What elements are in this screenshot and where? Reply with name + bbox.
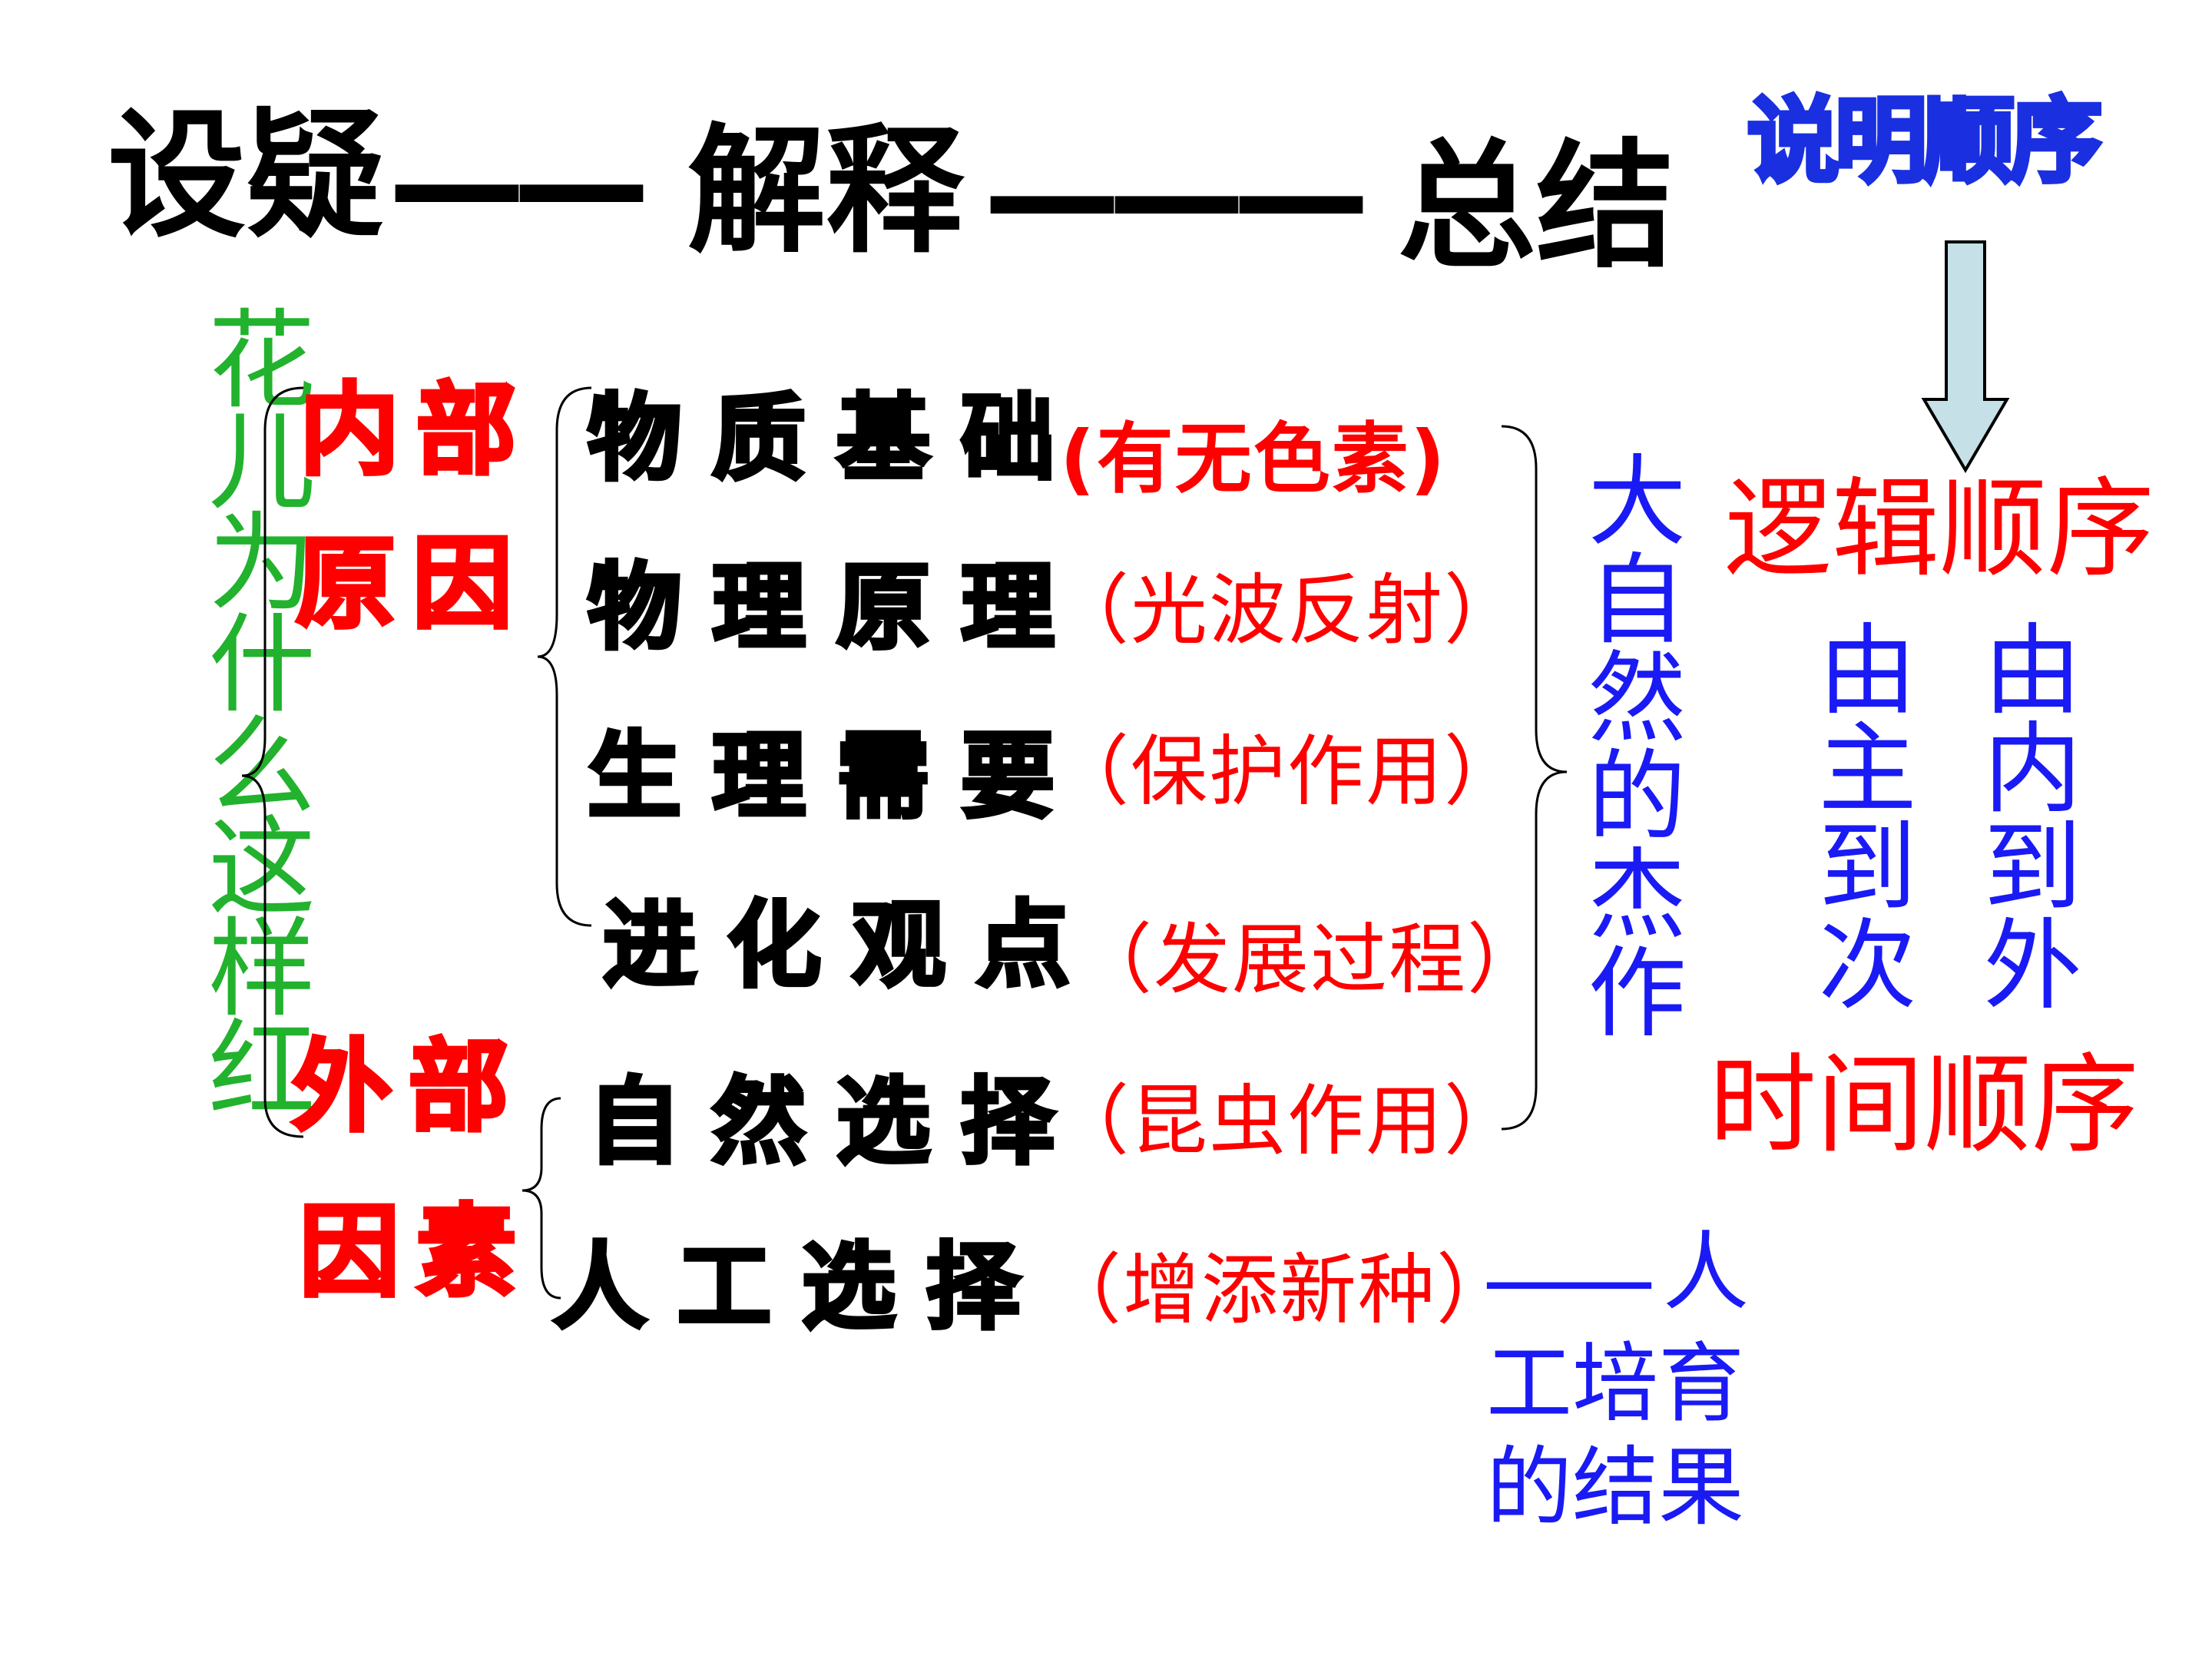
brace-right	[1501, 425, 1568, 1131]
heading-dash-1: ——	[388, 104, 651, 264]
order-main-secondary: 由主到次	[1801, 618, 1916, 1012]
heading-part-summary: 总结	[1398, 127, 1675, 287]
item-note-5: （昆虫作用）	[1052, 1076, 1522, 1166]
item-row-2: 物理原理	[586, 559, 1085, 657]
external-line1: 外部	[290, 1028, 526, 1145]
item-label: 物理原理	[586, 553, 1085, 662]
item-row-3: 生理需要	[586, 728, 1085, 826]
brace-internal	[537, 386, 592, 927]
item-label: 自然选择	[586, 1068, 1085, 1177]
item-row-1: 物质基础	[586, 390, 1085, 488]
item-note-6: （增添新种）	[1045, 1245, 1515, 1335]
item-label: 进化观点	[601, 891, 1101, 1000]
internal-line1: 内部	[297, 372, 534, 488]
artificial-line2: 工培育	[1486, 1334, 1744, 1434]
item-note-1: (有无色素)	[1060, 414, 1447, 504]
order-inside-outside: 由内到外	[1966, 618, 2081, 1012]
brace-main	[241, 386, 304, 1138]
item-row-4: 进化观点	[601, 897, 1101, 995]
item-label: 物质基础	[586, 384, 1085, 493]
item-label: 人工选择	[551, 1233, 1051, 1342]
item-note-4: （发展过程）	[1075, 915, 1545, 1005]
brace-external	[522, 1097, 561, 1300]
sequence-title: 说明顺序	[1745, 88, 2104, 195]
item-note-2: （光波反射）	[1052, 565, 1522, 655]
heading-dash-2: ———	[983, 115, 1370, 276]
masterpiece-vertical: 大自然的杰作	[1571, 449, 1685, 1039]
time-order: 时间顺序	[1709, 1043, 2140, 1168]
logical-order: 逻辑顺序	[1724, 467, 2155, 592]
heading-part-setup: 设疑	[108, 96, 385, 257]
item-label: 生理需要	[586, 722, 1085, 831]
internal-line2: 原因	[293, 525, 530, 642]
heading-part-explain: 解释	[687, 111, 965, 272]
item-note-3: （保护作用）	[1052, 727, 1522, 816]
item-row-6: 人工选择	[551, 1239, 1051, 1336]
down-arrow-icon	[1921, 240, 2010, 473]
external-line2: 因素	[297, 1194, 534, 1310]
artificial-line1: 人	[1663, 1223, 1749, 1323]
item-row-5: 自然选择	[586, 1074, 1085, 1171]
artificial-line3: 的结果	[1486, 1438, 1744, 1538]
left-vertical-title: 花儿为什么这样红	[190, 303, 315, 1114]
artificial-dash: ——	[1482, 1227, 1656, 1333]
